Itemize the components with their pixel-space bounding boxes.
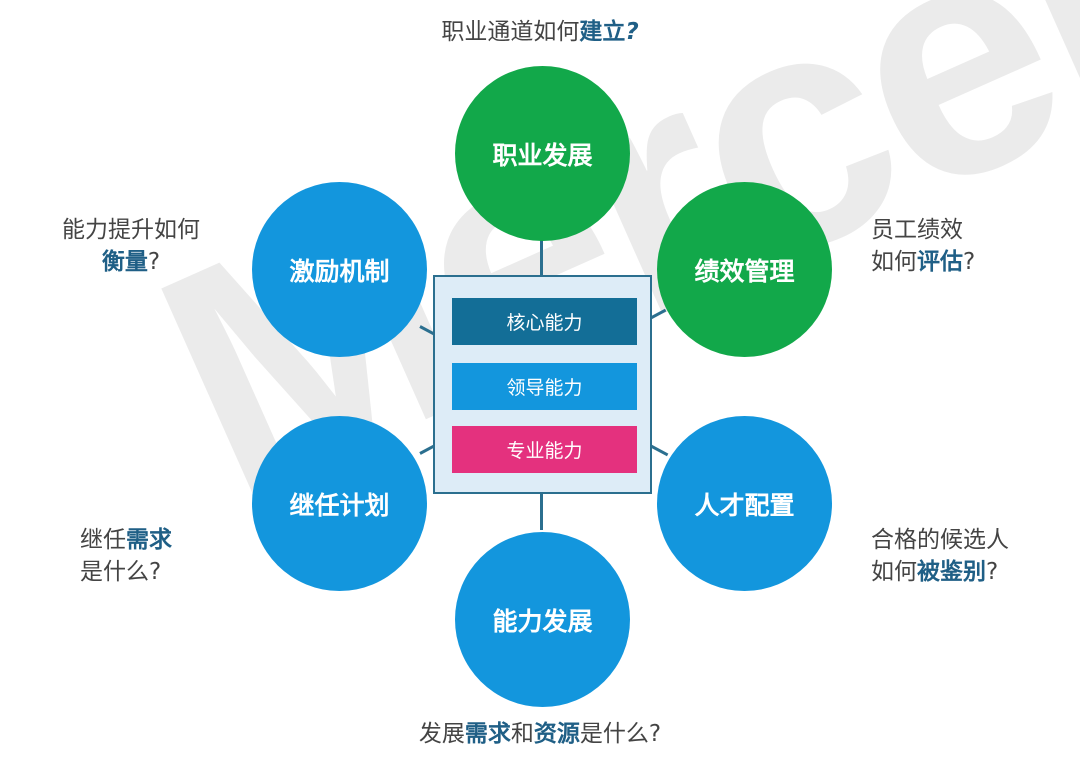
bar-professional-competency: 专业能力 — [452, 426, 637, 473]
connector-top — [540, 238, 543, 276]
question-bottom-left: 继任需求 是什么? — [80, 527, 172, 585]
bar-core-competency: 核心能力 — [452, 298, 637, 345]
question-bottom: 发展需求和资源是什么? — [418, 721, 662, 747]
circle-career-development: 职业发展 — [455, 66, 630, 241]
question-top-left: 能力提升如何 衡量? — [62, 217, 200, 275]
circle-talent-allocation: 人才配置 — [657, 416, 832, 591]
question-top-right: 员工绩效 如何评估? — [871, 217, 976, 275]
bar-leadership-competency: 领导能力 — [452, 363, 637, 410]
connector-bottom-right — [649, 444, 669, 457]
connector-bottom — [540, 494, 543, 530]
circle-capability-development: 能力发展 — [455, 532, 630, 707]
circle-incentive-mechanism: 激励机制 — [252, 182, 427, 357]
question-top: 职业通道如何建立? — [441, 19, 639, 45]
competency-box: 核心能力 领导能力 专业能力 — [433, 275, 652, 494]
question-bottom-right: 合格的候选人 如何被鉴别? — [871, 527, 1009, 585]
circle-performance-management: 绩效管理 — [657, 182, 832, 357]
circle-succession-planning: 继任计划 — [252, 416, 427, 591]
